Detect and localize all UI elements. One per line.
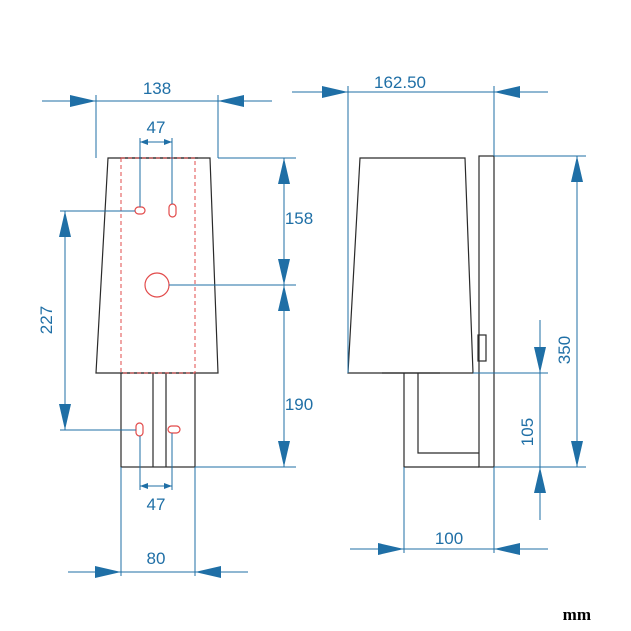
dim-front-width: 138 <box>143 79 171 98</box>
side-dimensions: 162.50 350 105 100 <box>292 73 586 555</box>
front-bracket-outline <box>120 372 196 468</box>
side-plate-clip <box>477 334 487 362</box>
upper-slot-right <box>168 203 177 218</box>
side-view <box>347 155 495 468</box>
dim-bracket-width: 80 <box>147 549 166 568</box>
dim-side-depth: 162.50 <box>374 73 426 92</box>
side-wall-plate <box>478 155 495 468</box>
dim-top-hole-spacing: 47 <box>147 118 166 137</box>
front-shade-outline <box>95 157 219 374</box>
dim-side-bracket-depth: 100 <box>435 529 463 548</box>
side-shade-outline <box>347 157 474 374</box>
dim-side-total-height: 350 <box>555 336 574 364</box>
front-view <box>95 157 219 468</box>
hidden-mounting-plate <box>120 157 196 374</box>
front-dimensions: 138 47 158 190 227 47 <box>37 79 313 578</box>
side-arm-inner <box>417 373 479 454</box>
dim-side-bracket-height: 105 <box>518 418 537 446</box>
dim-upper-height: 158 <box>285 209 313 228</box>
dim-lower-height: 190 <box>285 395 313 414</box>
dim-slot-distance: 227 <box>37 306 56 334</box>
dim-bottom-hole-spacing: 47 <box>147 495 166 514</box>
unit-label: mm <box>562 605 591 624</box>
center-cable-hole <box>144 272 170 298</box>
lower-slot-right <box>167 425 181 434</box>
lower-slot-left <box>135 422 144 437</box>
upper-slot-left <box>134 206 146 215</box>
